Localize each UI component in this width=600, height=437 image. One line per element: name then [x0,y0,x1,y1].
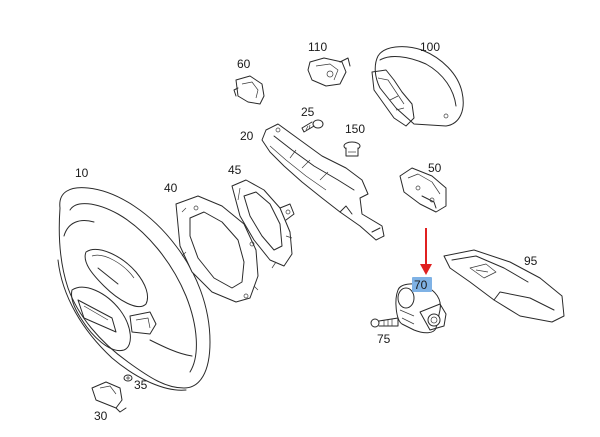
label-35: 35 [134,378,148,392]
part-75-screw[interactable] [370,317,399,328]
part-150-bolt[interactable] [343,141,361,157]
part-100-airbag-module[interactable] [371,46,464,127]
label-95: 95 [524,254,538,268]
pointer-arrow [420,228,432,275]
label-75: 75 [377,332,391,346]
label-20: 20 [240,129,254,143]
part-25-screw[interactable] [301,119,324,133]
part-30-bracket[interactable] [91,381,127,413]
part-40-frame[interactable] [175,195,259,303]
highlight-box-70 [412,277,432,292]
label-100: 100 [420,40,440,54]
part-95-lower-cover[interactable] [443,249,565,323]
label-45: 45 [228,163,242,177]
label-50: 50 [428,161,442,175]
label-110: 110 [308,40,327,54]
label-30: 30 [94,409,108,423]
part-110-connector[interactable] [307,57,351,87]
label-25: 25 [301,105,315,119]
part-35-screw[interactable] [123,374,133,382]
label-150: 150 [345,122,365,136]
part-50-switch-unit[interactable] [399,167,447,213]
label-70: 70 [414,278,428,292]
part-10-steering-wheel[interactable] [57,187,211,391]
label-60: 60 [237,57,251,71]
part-45-bracket[interactable] [231,179,295,269]
part-60-clip[interactable] [233,75,265,105]
label-10: 10 [75,166,89,180]
label-40: 40 [164,181,178,195]
part-20-trim-bracket[interactable] [261,123,385,241]
